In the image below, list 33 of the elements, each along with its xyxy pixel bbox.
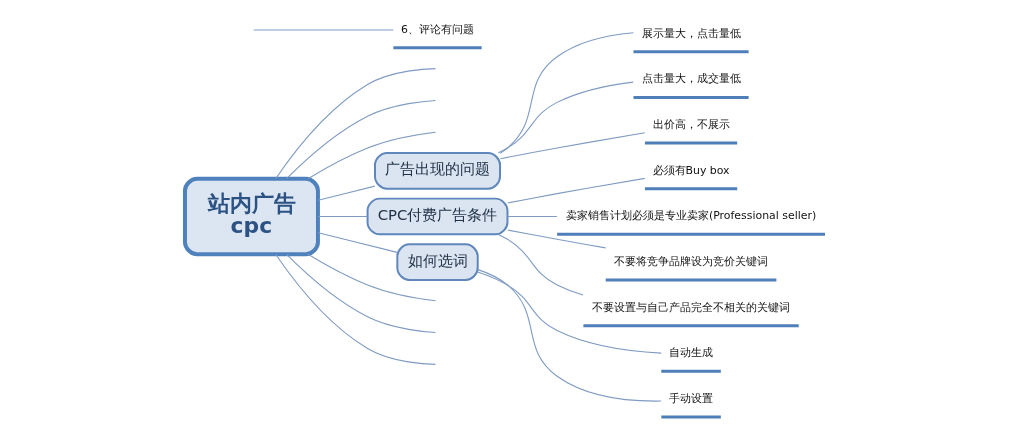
connector (307, 253, 436, 302)
connector (499, 132, 645, 160)
connector (497, 233, 584, 296)
node-box: 站内广告 cpc (182, 176, 320, 257)
node-text: 展示量大，点击量低 (641, 26, 741, 40)
connector (307, 131, 436, 180)
connector (285, 254, 436, 334)
node-box: CPC付费广告条件 (366, 197, 508, 236)
node-box: 广告出现的问题 (373, 152, 501, 190)
connector (499, 32, 634, 154)
connector (317, 232, 398, 253)
connector (285, 99, 436, 179)
node-text: 不要设置与自己产品完全不相关的关键词 (591, 300, 790, 314)
node-box: 如何选词 (395, 243, 479, 281)
node-text: 必须有Buy box (652, 163, 730, 177)
connector (506, 177, 645, 204)
connector (476, 269, 662, 402)
node-text: 出价高，不展示 (652, 117, 730, 131)
connector (317, 215, 368, 218)
node-text: 卖家销售计划必须是专业卖家(Professional seller) (565, 209, 816, 223)
connector (476, 271, 662, 354)
connector (497, 81, 634, 154)
node-text: 手动设置 (668, 391, 713, 405)
connector (317, 185, 375, 201)
connector (274, 68, 436, 180)
node-text: 不要将竞争品牌设为竞价关键词 (613, 254, 768, 268)
node-text: 点击量大，成交量低 (641, 72, 741, 86)
connector (506, 229, 606, 249)
node-text: 6、评论有问题 (400, 22, 474, 36)
connector (506, 215, 557, 218)
node-text: 自动生成 (668, 346, 713, 360)
connector (274, 253, 436, 365)
connector (252, 29, 394, 31)
